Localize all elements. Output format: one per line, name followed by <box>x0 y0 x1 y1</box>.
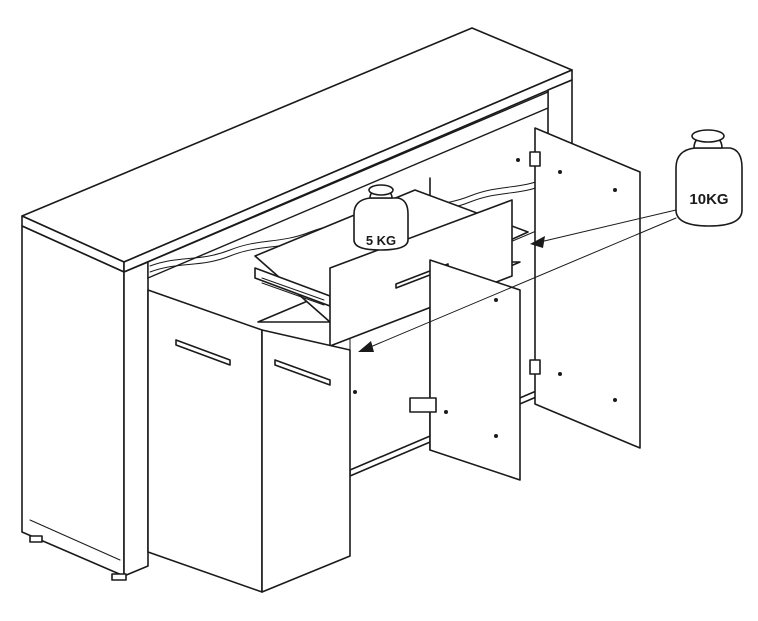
drawer-handle[interactable] <box>395 263 449 289</box>
weight-10kg: 10KG <box>675 129 743 227</box>
inner-open-door[interactable] <box>429 259 521 481</box>
decorative-wave-panel <box>147 90 549 280</box>
shelf-weight-label: 10KG <box>689 191 728 208</box>
load-arrows <box>358 209 677 352</box>
left-door[interactable] <box>147 289 263 593</box>
arrow-head-icon <box>530 236 545 248</box>
hinge-icon <box>409 397 437 413</box>
drawer-front <box>329 199 513 347</box>
middle-door-handle[interactable] <box>274 359 331 386</box>
arrow-head-icon <box>358 341 374 352</box>
right-open-door[interactable] <box>534 127 641 449</box>
left-door-handle[interactable] <box>175 339 231 366</box>
drawer-weight-label: 5 KG <box>366 233 396 248</box>
middle-door[interactable] <box>261 329 351 593</box>
cabinet-doors <box>147 127 641 593</box>
hinge-icon <box>529 151 541 167</box>
hinge-icon <box>529 359 541 375</box>
weight-5kg: 5 KG <box>353 184 409 251</box>
cabinet-front-left-stile <box>123 261 149 577</box>
cabinet-foot-left <box>29 535 43 543</box>
cabinet-foot-front <box>111 573 127 581</box>
